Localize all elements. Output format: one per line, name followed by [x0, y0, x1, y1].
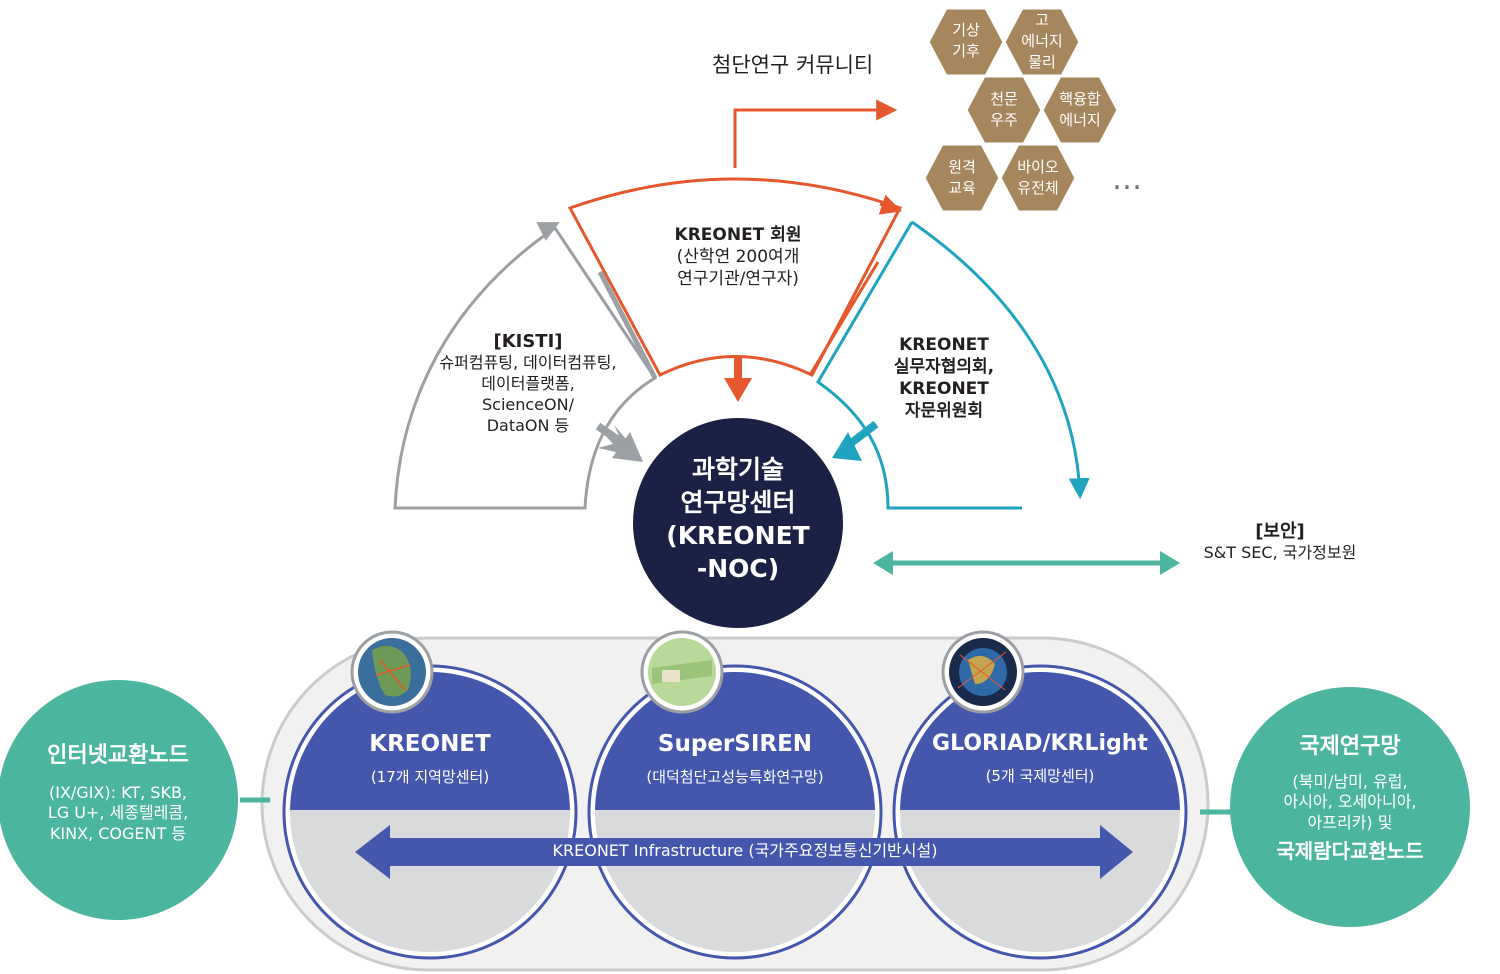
kisti-divider: [597, 270, 658, 380]
gloriad-network-label: GLORIAD/KRLight (5개 국제망센터): [930, 730, 1150, 786]
community-more: …: [1112, 162, 1142, 197]
hex-grid: [922, 6, 1120, 214]
kisti-label: [KISTI] 슈퍼컴퓨팅, 데이터컴퓨팅, 데이터플랫폼, ScienceON…: [418, 330, 638, 437]
intl-line1: (북미/남미, 유럽,: [1292, 771, 1408, 791]
security-label: [보안] S&T SEC, 국가정보원: [1190, 520, 1370, 564]
members-line1: (산학연 200여개: [676, 247, 800, 268]
council-sector-inner: [816, 221, 1022, 510]
kisti-inward-head: [612, 432, 643, 462]
hex-bio-line1: 바이오: [1017, 158, 1059, 176]
kisti-line1: 슈퍼컴퓨팅, 데이터컴퓨팅,: [439, 353, 617, 373]
ix-line1: (IX/GIX): KT, SKB,: [48, 782, 187, 802]
infra-arrow-shaft: [385, 838, 1107, 866]
community-arrow: [733, 99, 898, 168]
kisti-inward-shaft: [595, 422, 627, 448]
hex-astronomy-line1: 천문: [990, 90, 1018, 108]
ix-circle: [0, 680, 238, 920]
hex-education-line2: 교육: [948, 179, 976, 197]
noc-line4: -NOC): [696, 554, 780, 583]
security-arrow-right: [1160, 551, 1180, 575]
noc-line3: (KREONET: [666, 521, 810, 550]
hex-climate-label: 기상 기후: [931, 20, 1001, 62]
council-label: KREONET 실무자협의회, KREONET 자문위원회: [864, 334, 1024, 422]
hex-fusion-label: 핵융합 에너지: [1045, 89, 1115, 131]
noc-line2: 연구망센터: [680, 488, 796, 517]
ix-line3: KINX, COGENT 등: [49, 824, 187, 844]
hex-bio-label: 바이오 유전체: [1003, 157, 1073, 199]
kreonet-map-thumbnail: [350, 630, 434, 714]
council-line1: KREONET: [899, 335, 989, 355]
kisti-line3: ScienceON/: [482, 394, 574, 414]
hex-education-line1: 원격: [948, 158, 976, 176]
members-label: KREONET 회원 (산학연 200여개 연구기관/연구자): [638, 224, 838, 290]
intl-circle: [1230, 687, 1470, 927]
intl-label: 국제연구망 (북미/남미, 유럽, 아시아, 오세아니아, 아프리카) 및 국제…: [1245, 733, 1455, 864]
council-line2: 실무자협의회,: [893, 357, 995, 378]
supersiren-map-thumbnail: [640, 630, 724, 714]
infra-arrow-left: [355, 825, 390, 879]
council-inward-shaft: [847, 420, 879, 448]
network-circle-gloriad: [892, 664, 1188, 960]
noc-circle: [633, 418, 843, 628]
ix-line2: LG U+, 세종텔레콤,: [47, 803, 189, 823]
security-title: [보안]: [1255, 521, 1305, 542]
kisti-line4: DataON 등: [486, 415, 570, 435]
intl-line4: 국제람다교환노드: [1276, 838, 1424, 863]
members-inward-head: [724, 378, 752, 402]
hex-bio: [998, 142, 1078, 214]
hex-fusion-line1: 핵융합: [1059, 90, 1101, 108]
members-title: KREONET 회원: [674, 225, 802, 245]
hex-climate-line1: 기상: [952, 21, 980, 39]
council-line4: 자문위원회: [904, 401, 984, 422]
hex-astronomy-line2: 우주: [990, 111, 1018, 129]
noc-line1: 과학기술: [691, 455, 784, 484]
infrastructure-label: KREONET Infrastructure (국가주요정보통신기반시설): [552, 841, 938, 860]
hex-fusion-line2: 에너지: [1059, 111, 1101, 129]
supersiren-network-name: SuperSIREN: [657, 731, 813, 757]
supersiren-network-label: SuperSIREN (대덕첨단고성능특화연구망): [610, 730, 860, 787]
hex-highenergy-line3: 물리: [1028, 53, 1056, 71]
hex-highenergy-line1: 고: [1035, 11, 1049, 29]
kreonet-network-sub: (17개 지역망센터): [370, 767, 490, 786]
members-line2: 연구기관/연구자): [677, 269, 799, 290]
hex-climate-line2: 기후: [952, 42, 980, 60]
security-arrow-left: [873, 551, 893, 575]
infra-arrow-right: [1100, 825, 1133, 879]
intl-line3: 아프리카) 및: [1307, 813, 1393, 833]
council-inward-head: [832, 432, 862, 461]
kisti-title: [KISTI]: [493, 331, 563, 352]
ix-title: 인터넷교환노드: [47, 743, 189, 768]
community-title: 첨단연구 커뮤니티: [712, 53, 874, 77]
hex-education-label: 원격 교육: [927, 157, 997, 199]
kreonet-network-label: KREONET (17개 지역망센터): [330, 730, 530, 787]
kreonet-network-name: KREONET: [369, 731, 491, 757]
hex-fusion: [1040, 74, 1120, 146]
ix-label: 인터넷교환노드 (IX/GIX): KT, SKB, LG U+, 세종텔레콤,…: [13, 742, 223, 845]
hex-highenergy-label: 고 에너지 물리: [1007, 10, 1077, 73]
noc-label: 과학기술 연구망센터 (KREONET -NOC): [648, 453, 828, 585]
gloriad-network-name: GLORIAD/KRLight: [932, 731, 1148, 756]
kisti-line2: 데이터플랫폼,: [481, 374, 575, 394]
members-arrow-line: [878, 194, 902, 215]
council-line3: KREONET: [899, 379, 989, 400]
hex-bio-line2: 유전체: [1017, 179, 1059, 197]
supersiren-network-sub: (대덕첨단고성능특화연구망): [646, 767, 824, 786]
kisti-arrow-line: [536, 222, 560, 241]
council-sector: [911, 220, 1090, 500]
network-circle-kreonet: [282, 664, 578, 960]
security-text: S&T SEC, 국가정보원: [1203, 543, 1357, 563]
members-divider: [808, 261, 880, 376]
hex-highenergy-line2: 에너지: [1021, 32, 1063, 50]
gloriad-globe-thumbnail: [941, 630, 1025, 714]
intl-title: 국제연구망: [1299, 734, 1401, 759]
hex-astronomy-label: 천문 우주: [969, 89, 1039, 131]
gloriad-network-sub: (5개 국제망센터): [985, 766, 1095, 785]
intl-line2: 아시아, 오세아니아,: [1283, 792, 1417, 812]
